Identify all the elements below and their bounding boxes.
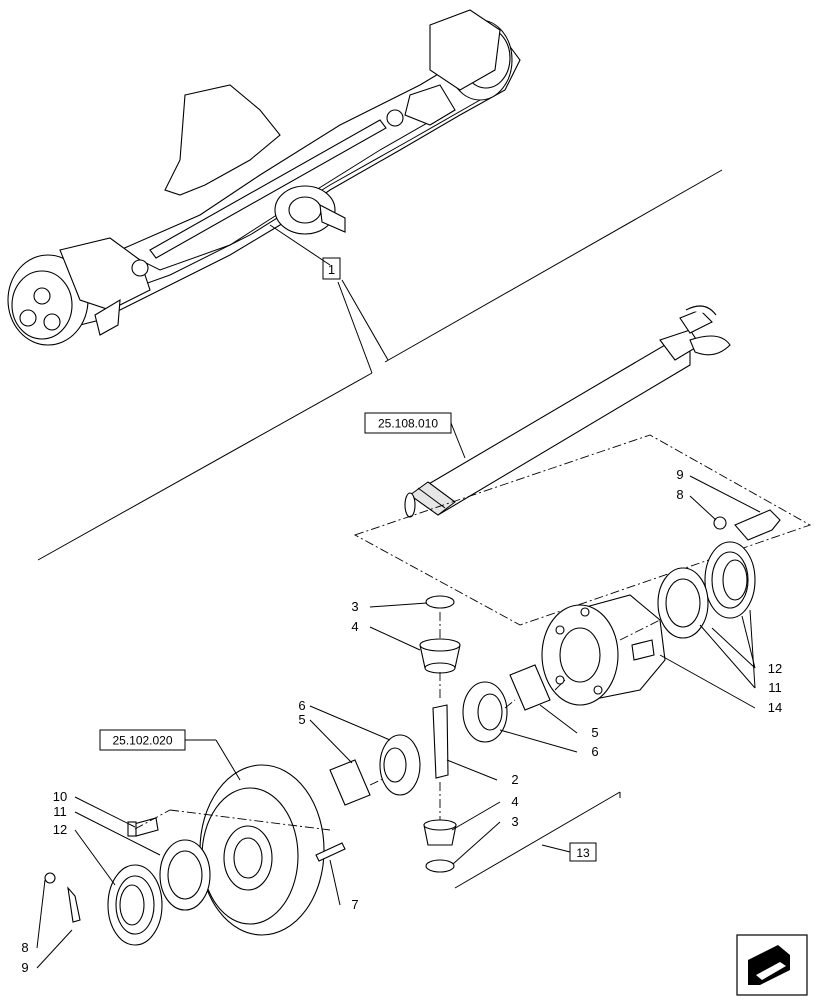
side-gear-right — [462, 681, 508, 743]
driveshaft-ref-box: 25.108.010 — [364, 412, 466, 459]
cross-shaft — [432, 704, 449, 779]
bearing-cone-left — [159, 839, 211, 911]
ring-gear-ref-box: 25.102.020 — [99, 729, 216, 751]
callout-4-bottom: 4 — [511, 794, 518, 809]
callout-12-right: 12 — [768, 661, 782, 676]
callout-9-top: 9 — [676, 467, 683, 482]
callout-numbers: 3 4 5 6 2 4 3 12 11 14 5 6 9 8 10 11 12 … — [21, 467, 782, 975]
pinion-gear-bottom — [423, 819, 457, 846]
group-ref-label: 13 — [576, 846, 590, 860]
bearing-cone-right — [657, 567, 709, 639]
callout-11-right: 11 — [768, 680, 782, 695]
ring-gear-bolt — [127, 817, 159, 837]
callout-5-right: 5 — [591, 725, 598, 740]
callout-8-bottom: 8 — [21, 940, 28, 955]
callout-7: 7 — [351, 897, 358, 912]
group-ref-box: 13 — [569, 842, 597, 862]
callout-6-left: 6 — [298, 698, 305, 713]
driveshaft-ref-label: 25.108.010 — [378, 417, 438, 431]
callout-5-left: 5 — [298, 712, 305, 727]
assembly-ref-label: 1 — [328, 262, 335, 277]
section-line-lower — [37, 372, 373, 561]
callout-8-top: 8 — [676, 487, 683, 502]
callout-12-left: 12 — [53, 822, 67, 837]
lock-plate-lower — [44, 872, 81, 923]
thrust-washer-left — [329, 759, 371, 806]
thrust-washer-right — [509, 664, 551, 711]
pinion-gear-top — [419, 638, 461, 674]
callout-2: 2 — [511, 772, 518, 787]
thrust-washer-top — [425, 595, 455, 609]
group-bracket-line — [454, 791, 621, 889]
side-gear-left — [379, 734, 421, 796]
ring-gear — [199, 764, 325, 936]
section-line-upper — [384, 169, 723, 363]
driveshaft-group-outline — [353, 434, 812, 626]
front-axle-assembly — [7, 9, 521, 346]
callout-9-bottom: 9 — [21, 960, 28, 975]
driveshaft — [404, 305, 731, 518]
callout-6-right: 6 — [591, 744, 598, 759]
callout-4-top: 4 — [351, 619, 358, 634]
callout-10: 10 — [53, 789, 67, 804]
callout-14: 14 — [768, 700, 782, 715]
roll-pin — [315, 842, 346, 862]
lock-plate-upper — [689, 475, 781, 541]
callout-3-bottom: 3 — [511, 814, 518, 829]
assembly-ref-box: 1 — [322, 257, 341, 280]
thrust-washer-bottom — [425, 859, 455, 873]
differential-case — [541, 594, 666, 706]
callout-11-left: 11 — [53, 804, 67, 819]
callout-leaders — [36, 602, 756, 969]
ring-gear-ref-label: 25.102.020 — [112, 734, 172, 748]
bearing-cup-left — [107, 864, 163, 946]
next-page-arrow-icon[interactable] — [736, 934, 808, 996]
callout-3-top: 3 — [351, 599, 358, 614]
bearing-cup-right — [704, 541, 756, 619]
